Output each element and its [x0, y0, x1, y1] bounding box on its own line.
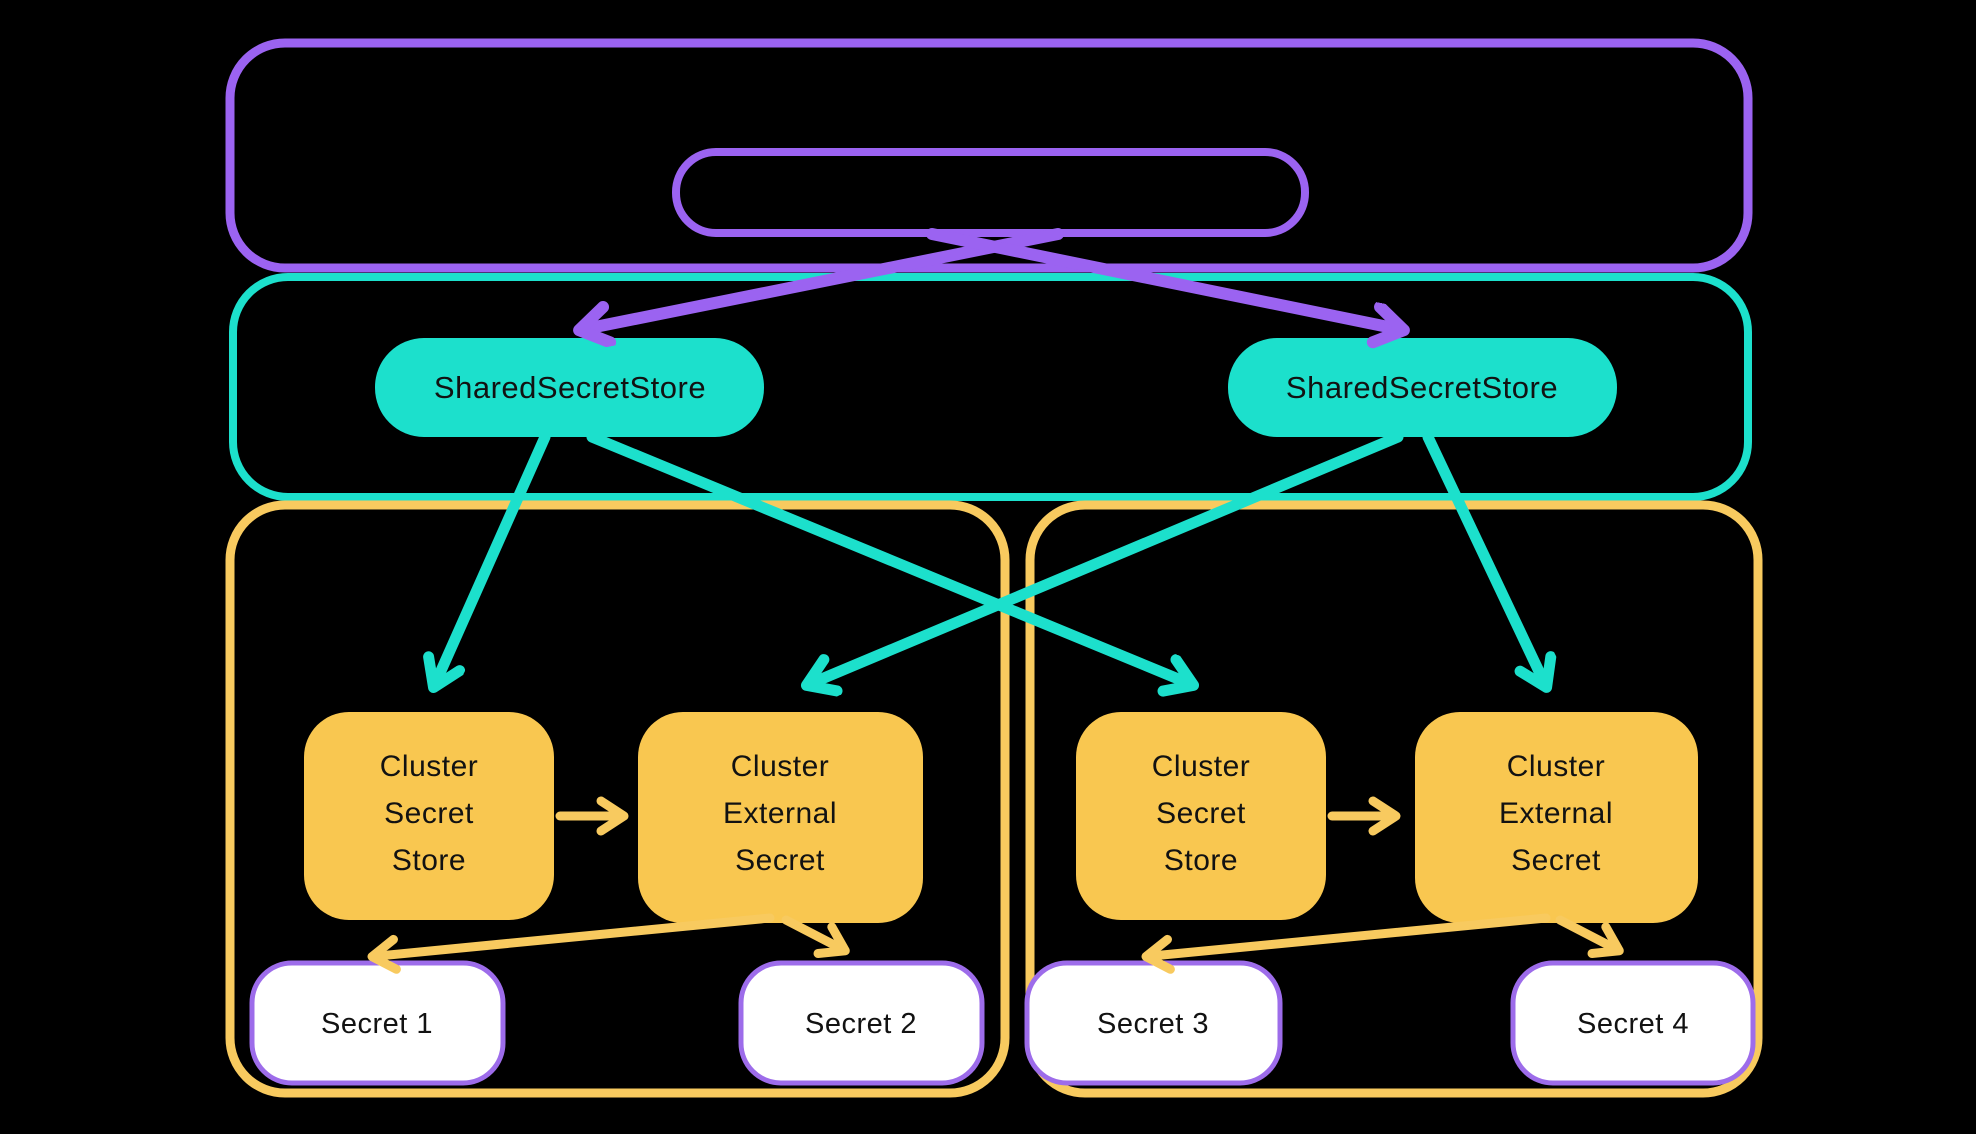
cluster-external-secret-right-line1: Cluster [1507, 750, 1606, 783]
cluster-external-secret-box-right [1415, 712, 1698, 923]
secret-pill-2-label: Secret 2 [805, 1008, 917, 1040]
shared-secret-store-badge-right [1228, 338, 1617, 437]
top-pill [672, 148, 1309, 237]
arrow-pill-to-sharedsecretstore-right [926, 228, 1398, 329]
cluster-external-secret-left-line1: Cluster [731, 750, 830, 783]
arrow-ces-right-to-secret-3 [1141, 913, 1551, 974]
cluster-container-left: Cluster Secret Store Cluster External Se… [225, 500, 1010, 1098]
shared-secret-store-section: SharedSecretStore SharedSecretStore [229, 273, 1752, 501]
shared-secret-store-label-right: SharedSecretStore [1286, 370, 1558, 405]
arrow-ces-left-to-secret-2 [781, 915, 850, 958]
arrow-ces-left-to-secret-1 [367, 913, 775, 974]
top-container [225, 38, 1753, 273]
shared-secret-store-badge-left [375, 338, 764, 437]
arrows [367, 228, 1624, 974]
secret-pill-4-label: Secret 4 [1577, 1008, 1689, 1040]
cluster-external-secret-right-line2: External [1499, 797, 1613, 830]
cluster-external-secret-left-line3: Secret [735, 844, 825, 877]
cluster-secret-store-box-left [304, 712, 554, 920]
cluster-secret-store-left-line3: Store [392, 844, 466, 877]
arrow-sss-right-to-cluster-external-secret-left [812, 431, 1404, 683]
cluster-secret-store-right-line2: Secret [1156, 797, 1246, 830]
cluster-secret-store-left-line2: Secret [384, 797, 474, 830]
secret-pill-4 [1510, 960, 1756, 1086]
cluster-container-right: Cluster Secret Store Cluster External Se… [1024, 500, 1763, 1098]
top-section [225, 38, 1753, 273]
secret-pill-2 [738, 960, 985, 1086]
cluster-external-secret-box-left [638, 712, 923, 923]
cluster-secret-store-box-right [1076, 712, 1326, 920]
shared-secret-store-label-left: SharedSecretStore [434, 370, 706, 405]
cluster-secret-store-left-line1: Cluster [380, 750, 479, 783]
shared-secret-store-container [229, 273, 1752, 501]
cluster-container-right-border [1025, 500, 1763, 1098]
secret-pill-1-label: Secret 1 [321, 1008, 433, 1040]
cluster-external-secret-left-line2: External [723, 797, 837, 830]
cluster-secret-store-right-line3: Store [1164, 844, 1238, 877]
arrow-sss-left-to-cluster-secret-store-right [586, 431, 1188, 683]
cluster-container-left-border [225, 500, 1010, 1098]
arrow-pill-to-sharedsecretstore-left [585, 228, 1064, 329]
cluster-external-secret-right-line3: Secret [1511, 844, 1601, 877]
arrow-ces-right-to-secret-4 [1555, 915, 1624, 958]
secret-pill-3-label: Secret 3 [1097, 1008, 1209, 1040]
arrow-sss-left-to-cluster-secret-store-left [436, 431, 551, 682]
cluster-secret-store-right-line1: Cluster [1152, 750, 1251, 783]
arrow-sss-right-to-cluster-external-secret-right [1422, 431, 1544, 682]
